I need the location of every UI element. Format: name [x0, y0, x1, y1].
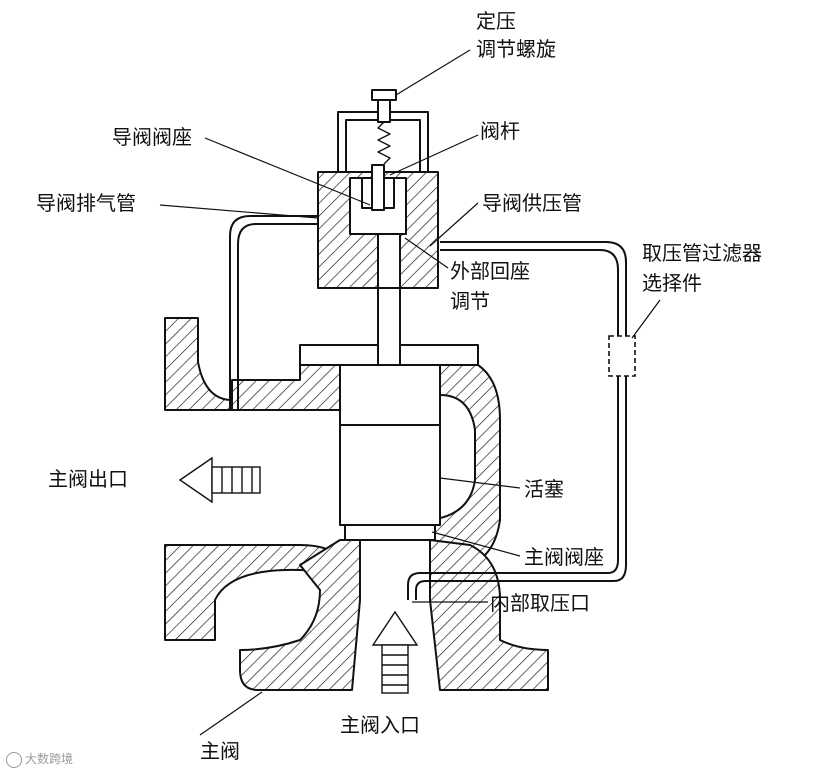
leader-pilot-seat: [204, 137, 371, 206]
label-piston: 活塞: [524, 477, 564, 501]
watermark-logo-icon: [6, 751, 22, 768]
label-set-pressure-screw-1: 定压: [476, 9, 516, 33]
label-external-blowdown-1: 外部回座: [450, 259, 530, 283]
leader-filter: [631, 299, 661, 339]
label-external-blowdown-2: 调节: [450, 289, 490, 313]
label-set-pressure-screw-2: 调节螺旋: [476, 37, 556, 61]
label-internal-pressure-tap: 内部取压口: [490, 591, 590, 615]
leader-piston: [439, 477, 521, 489]
piston-body: [339, 364, 441, 526]
leader-blowdown: [404, 237, 449, 269]
pilot-spring: [377, 121, 391, 165]
watermark: 大数跨境: [6, 750, 73, 768]
supply-pipe: [407, 249, 619, 600]
body-lower-section: [239, 539, 361, 691]
outlet-upper-flange: [164, 317, 233, 411]
pressure-line-filter: [608, 335, 636, 377]
label-valve-stem: 阀杆: [480, 119, 520, 143]
inlet-flow-arrow: [371, 610, 419, 694]
label-pilot-exhaust-pipe: 导阀排气管: [36, 191, 136, 215]
set-screw-head: [371, 89, 397, 101]
leader-main-seat: [431, 531, 521, 557]
outlet-flow-arrow: [178, 456, 261, 504]
leader-set-screw: [395, 49, 471, 96]
label-filter-option-1: 取压管过滤器: [642, 241, 762, 265]
piston-seat-ring: [344, 524, 436, 541]
leader-exhaust-pipe: [159, 204, 319, 219]
leader-valve-stem: [389, 134, 479, 176]
exhaust-pipe: [229, 215, 318, 410]
label-filter-option-2: 选择件: [642, 271, 702, 295]
leader-supply-pipe: [429, 202, 479, 247]
leader-main-valve: [199, 691, 263, 736]
label-pilot-valve-seat: 导阀阀座: [112, 125, 192, 149]
label-main-valve-seat: 主阀阀座: [524, 545, 604, 569]
watermark-text: 大数跨境: [25, 752, 74, 766]
body-lower-right: [429, 539, 549, 691]
body-upper-wall: [231, 364, 341, 411]
label-main-valve: 主阀: [200, 739, 240, 763]
label-main-valve-outlet: 主阀出口: [48, 467, 128, 491]
label-main-valve-inlet: 主阀入口: [340, 713, 420, 737]
label-pilot-supply-pipe: 导阀供压管: [482, 191, 582, 215]
